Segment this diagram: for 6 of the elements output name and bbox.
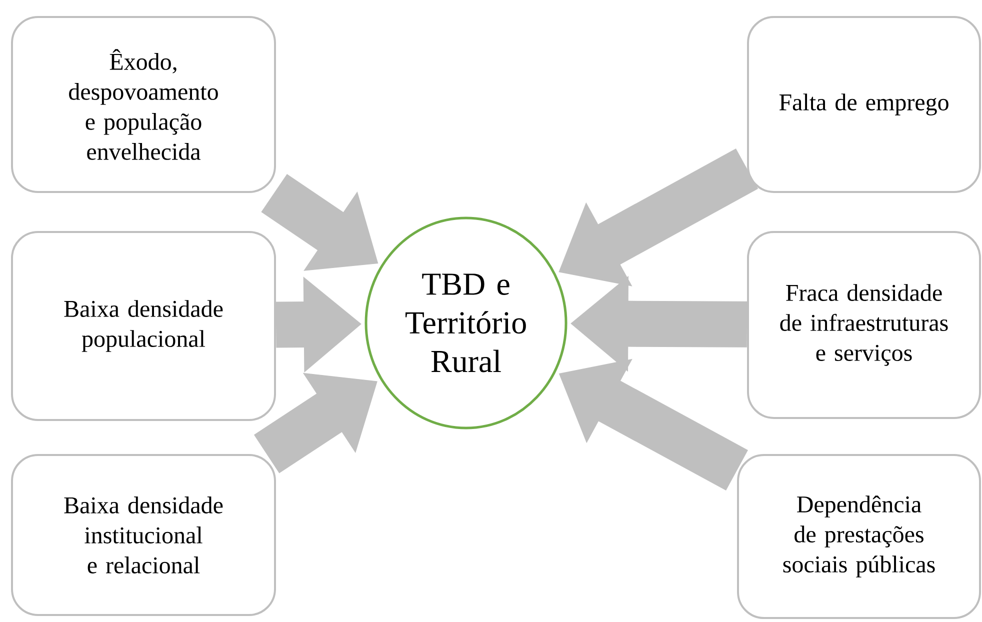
cause-box: Baixa densidade institucional e relacional	[11, 454, 276, 616]
cause-box: Baixa densidade populacional	[11, 231, 276, 421]
cause-box: Fraca densidade de infraestruturas e serviços	[747, 231, 981, 419]
cause-box: Êxodo, despovoamento e população envelhecida	[11, 16, 276, 193]
cause-box: Dependência de prestações sociais públicas	[737, 454, 981, 619]
cause-box: Falta de emprego	[747, 16, 981, 193]
